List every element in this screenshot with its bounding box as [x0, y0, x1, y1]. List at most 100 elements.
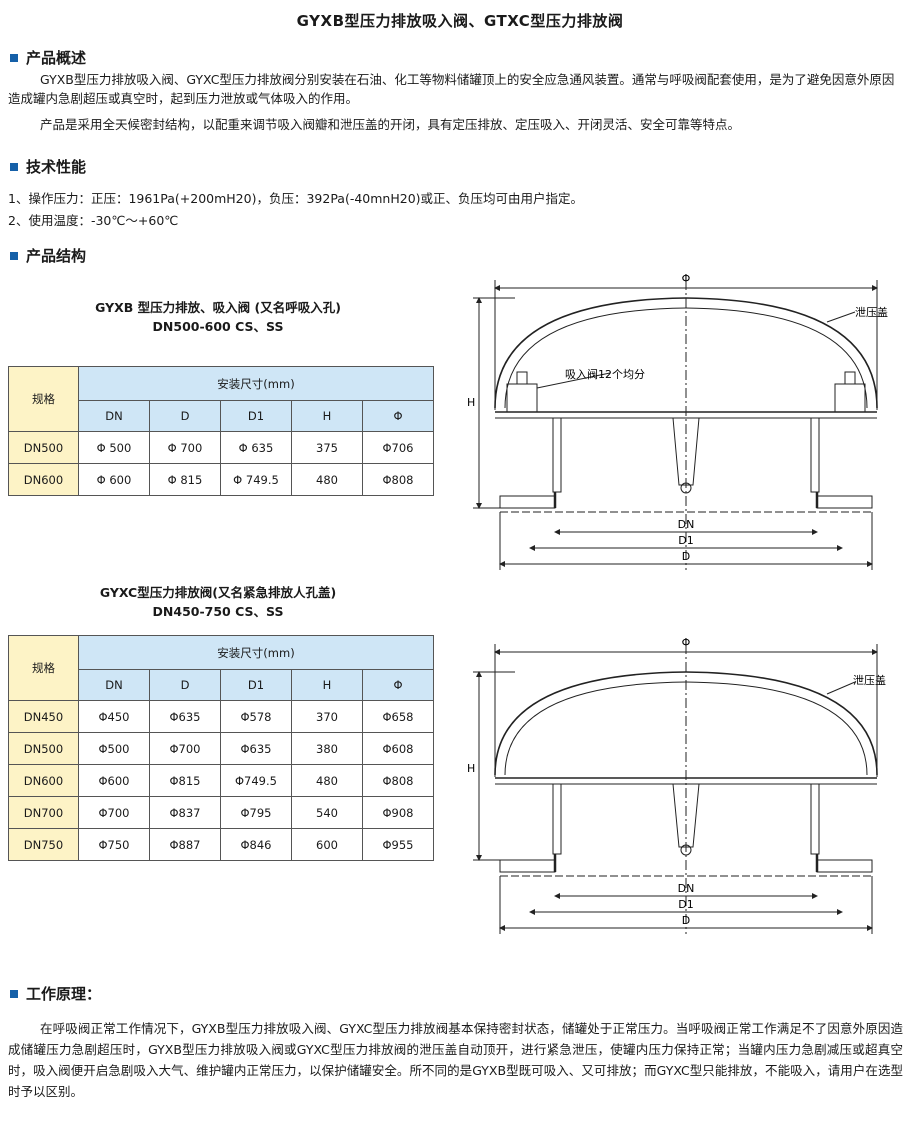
overview-paragraph-1: GYXB型压力排放吸入阀、GYXC型压力排放阀分别安装在石油、化工等物料储罐顶上…	[8, 72, 895, 106]
table-header-col: DN	[78, 400, 150, 432]
table-cell: 380	[291, 732, 363, 765]
section-heading-text: 产品结构	[26, 247, 87, 265]
drawing2-phi-label: Φ	[682, 636, 691, 649]
table2-title-line1: GYXC型压力排放阀(又名紧急排放人孔盖)	[99, 585, 337, 600]
section-bullet-icon	[10, 251, 18, 260]
drawing2-d1-label: D1	[678, 898, 693, 911]
table-cell: Φ955	[362, 828, 434, 861]
table-cell: Φ700	[78, 796, 150, 829]
table-cell: Φ795	[220, 796, 292, 829]
section-heading-structure: 产品结构	[10, 245, 86, 266]
overview-paragraph-2: 产品是采用全天候密封结构，以配重来调节吸入阀瓣和泄压盖的开闭，具有定压排放、定压…	[40, 117, 741, 132]
table-cell: Φ846	[220, 828, 292, 861]
table-cell: Φ635	[149, 700, 221, 733]
table-cell: Φ815	[149, 764, 221, 797]
table-header-spec: 规格	[8, 366, 79, 432]
table-cell: Φ635	[220, 732, 292, 765]
drawing2-dn-label: DN	[678, 882, 695, 895]
table-row: DN600 Φ 600 Φ 815 Φ 749.5 480 Φ808	[8, 463, 434, 496]
table-cell: Φ 500	[78, 431, 150, 464]
table-cell: Φ 600	[78, 463, 150, 496]
table-cell-spec: DN500	[8, 732, 79, 765]
table-cell: 540	[291, 796, 363, 829]
section-heading-text: 工作原理：	[26, 985, 102, 1003]
table-cell: Φ600	[78, 764, 150, 797]
table-cell: Φ578	[220, 700, 292, 733]
performance-item-2: 2、使用温度：-30℃～+60℃	[8, 213, 179, 228]
table2-title: GYXC型压力排放阀(又名紧急排放人孔盖) DN450-750 CS、SS	[8, 583, 428, 621]
drawing1-h-label: H	[467, 396, 475, 409]
drawing-gyxc: Φ H 泄压盖 DN D1 D	[467, 636, 886, 934]
table-cell: Φ 700	[149, 431, 221, 464]
section-heading-text: 技术性能	[26, 158, 87, 176]
table-cell-spec: DN600	[8, 764, 79, 797]
table-cell: 375	[291, 431, 363, 464]
table-header-col: D	[149, 669, 221, 701]
table-header-col: Φ	[362, 669, 434, 701]
table-cell: Φ750	[78, 828, 150, 861]
section-heading-text: 产品概述	[26, 49, 87, 67]
table-cell: Φ500	[78, 732, 150, 765]
table-row: DN700 Φ700 Φ837 Φ795 540 Φ908	[8, 796, 434, 829]
table-cell: 480	[291, 764, 363, 797]
table-cell: Φ908	[362, 796, 434, 829]
section-bullet-icon	[10, 53, 18, 62]
table-row: DN450 Φ450 Φ635 Φ578 370 Φ658	[8, 700, 434, 733]
drawing2-h-label: H	[467, 762, 475, 775]
table-cell: Φ 635	[220, 431, 292, 464]
table-cell: Φ887	[149, 828, 221, 861]
table-cell: Φ808	[362, 463, 434, 496]
section-heading-principle: 工作原理：	[10, 983, 101, 1004]
table-cell: Φ 815	[149, 463, 221, 496]
drawing1-d1-label: D1	[678, 534, 693, 547]
drawing1-cover-label: 泄压盖	[855, 305, 888, 319]
table-row: DN750 Φ750 Φ887 Φ846 600 Φ955	[8, 828, 434, 861]
principle-paragraph: 在呼吸阀正常工作情况下，GYXB型压力排放吸入阀、GYXC型压力排放阀基本保持密…	[8, 1021, 903, 1099]
table-cell: Φ450	[78, 700, 150, 733]
spec-table-gyxc: 规格 安装尺寸(mm) DN D D1 H Φ DN450 Φ450 Φ635 …	[8, 635, 434, 861]
table-cell: Φ706	[362, 431, 434, 464]
table-cell: 370	[291, 700, 363, 733]
drawing1-dn-label: DN	[678, 518, 695, 531]
table-cell-spec: DN700	[8, 796, 79, 829]
table-cell: Φ608	[362, 732, 434, 765]
section-bullet-icon	[10, 162, 18, 171]
drawing2-d-label: D	[682, 914, 690, 927]
drawing2-cover-label: 泄压盖	[853, 673, 886, 687]
table-row: DN500 Φ 500 Φ 700 Φ 635 375 Φ706	[8, 431, 434, 464]
drawing1-valve-label: 吸入阀12个均分	[565, 367, 645, 381]
table-cell: Φ837	[149, 796, 221, 829]
section-bullet-icon	[10, 989, 18, 998]
table-header-col: D1	[220, 400, 292, 432]
drawing-gyxb: Φ H 泄压盖 吸入阀12个均分 DN D1 D	[467, 272, 888, 570]
table-header-col: D1	[220, 669, 292, 701]
table1-title: GYXB 型压力排放、吸入阀 (又名呼吸入孔) DN500-600 CS、SS	[8, 298, 428, 336]
page-title: GYXB型压力排放吸入阀、GTXC型压力排放阀	[296, 12, 624, 30]
drawing1-phi-label: Φ	[682, 272, 691, 285]
table-header-group: 安装尺寸(mm)	[78, 366, 434, 401]
table-cell-spec: DN750	[8, 828, 79, 861]
table-header-col: H	[291, 400, 363, 432]
performance-item-1: 1、操作压力：正压：1961Pa(+200mH20)，负压：392Pa(-40m…	[8, 191, 584, 206]
table-cell: Φ749.5	[220, 764, 292, 797]
table-cell-spec: DN600	[8, 463, 79, 496]
table-header-col: D	[149, 400, 221, 432]
table-cell: Φ658	[362, 700, 434, 733]
table-cell-spec: DN500	[8, 431, 79, 464]
table-cell-spec: DN450	[8, 700, 79, 733]
table-header-spec: 规格	[8, 635, 79, 701]
table2-title-line2: DN450-750 CS、SS	[152, 604, 284, 619]
table-cell: Φ700	[149, 732, 221, 765]
table-row: DN500 Φ500 Φ700 Φ635 380 Φ608	[8, 732, 434, 765]
drawing1-d-label: D	[682, 550, 690, 563]
table-header-col: Φ	[362, 400, 434, 432]
table-cell: Φ808	[362, 764, 434, 797]
table-cell: Φ 749.5	[220, 463, 292, 496]
table-header-group: 安装尺寸(mm)	[78, 635, 434, 670]
spec-table-gyxb: 规格 安装尺寸(mm) DN D D1 H Φ DN500 Φ 500 Φ 70…	[8, 366, 434, 496]
table1-title-line2: DN500-600 CS、SS	[152, 319, 284, 334]
table-cell: 600	[291, 828, 363, 861]
section-heading-overview: 产品概述	[10, 47, 86, 68]
section-heading-performance: 技术性能	[10, 156, 86, 177]
table-header-col: DN	[78, 669, 150, 701]
